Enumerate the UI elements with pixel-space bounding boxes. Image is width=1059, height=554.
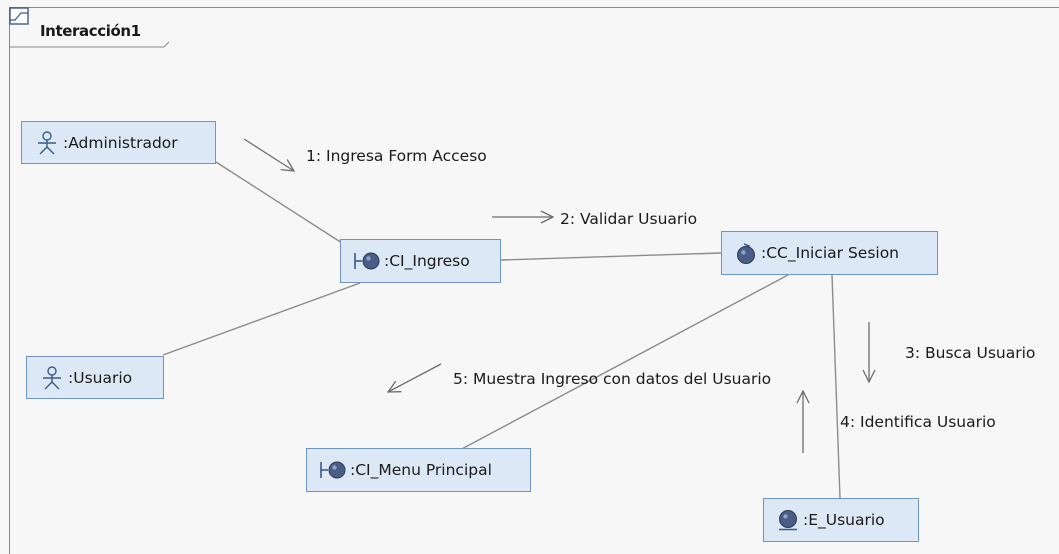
lifeline-label: :CI_Ingreso [384,252,470,270]
lifeline-ci-menu-principal[interactable]: :CI_Menu Principal [306,448,531,492]
message-arrow-1 [243,138,294,171]
boundary-icon [320,461,346,479]
tab-outline [9,7,169,48]
interaction-frame-icon [9,7,29,25]
message-arrow-5 [388,363,442,392]
message-label-3: 3: Busca Usuario [905,344,1036,362]
lifeline-label: :Usuario [68,368,133,387]
lifeline-label: :Administrador [63,133,178,152]
lifeline-e-usuario[interactable]: :E_Usuario [763,498,919,542]
control-icon [737,243,755,264]
message-label-5: 5: Muestra Ingreso con datos del Usuario [453,370,772,388]
message-label-2: 2: Validar Usuario [560,210,698,228]
boundary-icon [354,252,380,270]
lifeline-administrador[interactable]: :Administrador [21,121,216,164]
link-ci-ingreso-cc-iniciar-sesion[interactable] [500,252,722,261]
lifeline-label: :CI_Menu Principal [350,461,492,479]
diagram-title: Interacción1 [40,22,141,40]
actor-icon [38,130,56,154]
actor-icon [43,365,61,389]
diagram-frame [9,7,1059,554]
lifeline-label: :E_Usuario [803,511,885,529]
link-ci-ingreso-usuario[interactable] [162,282,361,356]
lifeline-label: :CC_Iniciar Sesion [761,244,900,262]
link-cc-iniciar-sesion-e-usuario[interactable] [831,274,841,499]
message-label-1: 1: Ingresa Form Acceso [306,147,487,165]
message-label-4: 4: Identifica Usuario [840,413,996,431]
entity-icon [779,510,797,531]
link-cc-iniciar-sesion-ci-menu-principal[interactable] [457,274,789,452]
diagram-name-tab[interactable]: Interacción1 [9,7,169,48]
lifeline-cc-iniciar-sesion[interactable]: :CC_Iniciar Sesion [721,231,938,275]
lifeline-ci-ingreso[interactable]: :CI_Ingreso [340,239,501,283]
lifeline-usuario[interactable]: :Usuario [26,356,164,399]
link-administrador-ci-ingreso[interactable] [215,161,343,244]
